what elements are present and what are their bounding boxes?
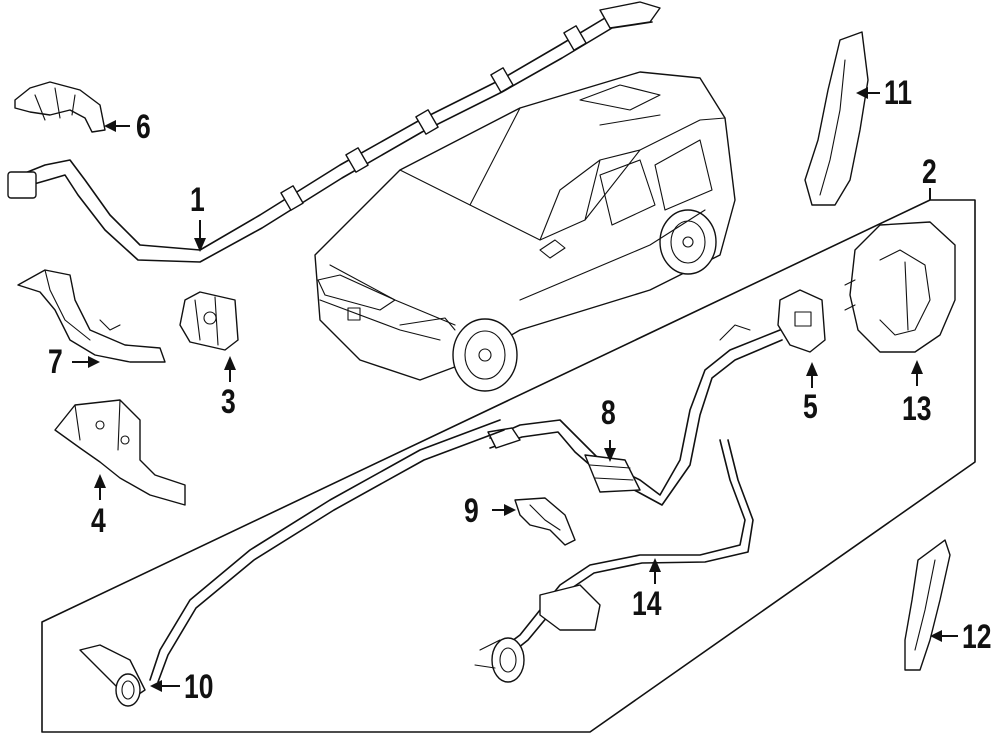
part-9-small-bracket [514,497,576,546]
part-4-mount-bracket [54,399,186,506]
callout-6: 6 [136,108,151,146]
part-12-trim-piece [904,539,951,671]
callout-2: 2 [922,153,937,191]
callout-14: 14 [632,585,662,623]
callout-1: 1 [190,181,205,219]
callout-3: 3 [221,383,236,421]
part-10-long-harness [79,419,505,707]
callout-8: 8 [601,394,616,432]
group-2-frame [41,199,976,733]
part-7-bracket [17,269,166,363]
part-11-trim-strip [804,31,869,206]
part-6-cover [14,81,106,133]
part-1-curtain-harness [7,1,661,263]
callout-9: 9 [464,492,479,530]
callout-5: 5 [803,388,818,426]
callout-11: 11 [884,74,913,112]
callout-13: 13 [902,390,932,428]
part-13-clock-spring [844,221,956,353]
part-14-sensor-harness [474,439,754,683]
vehicle-illustration [314,71,736,392]
callout-12: 12 [962,618,992,656]
callout-7: 7 [48,343,63,381]
callout-4: 4 [91,502,106,540]
part-3-sensor [179,291,239,351]
part-5-connector [777,289,826,353]
callout-10: 10 [184,668,214,706]
